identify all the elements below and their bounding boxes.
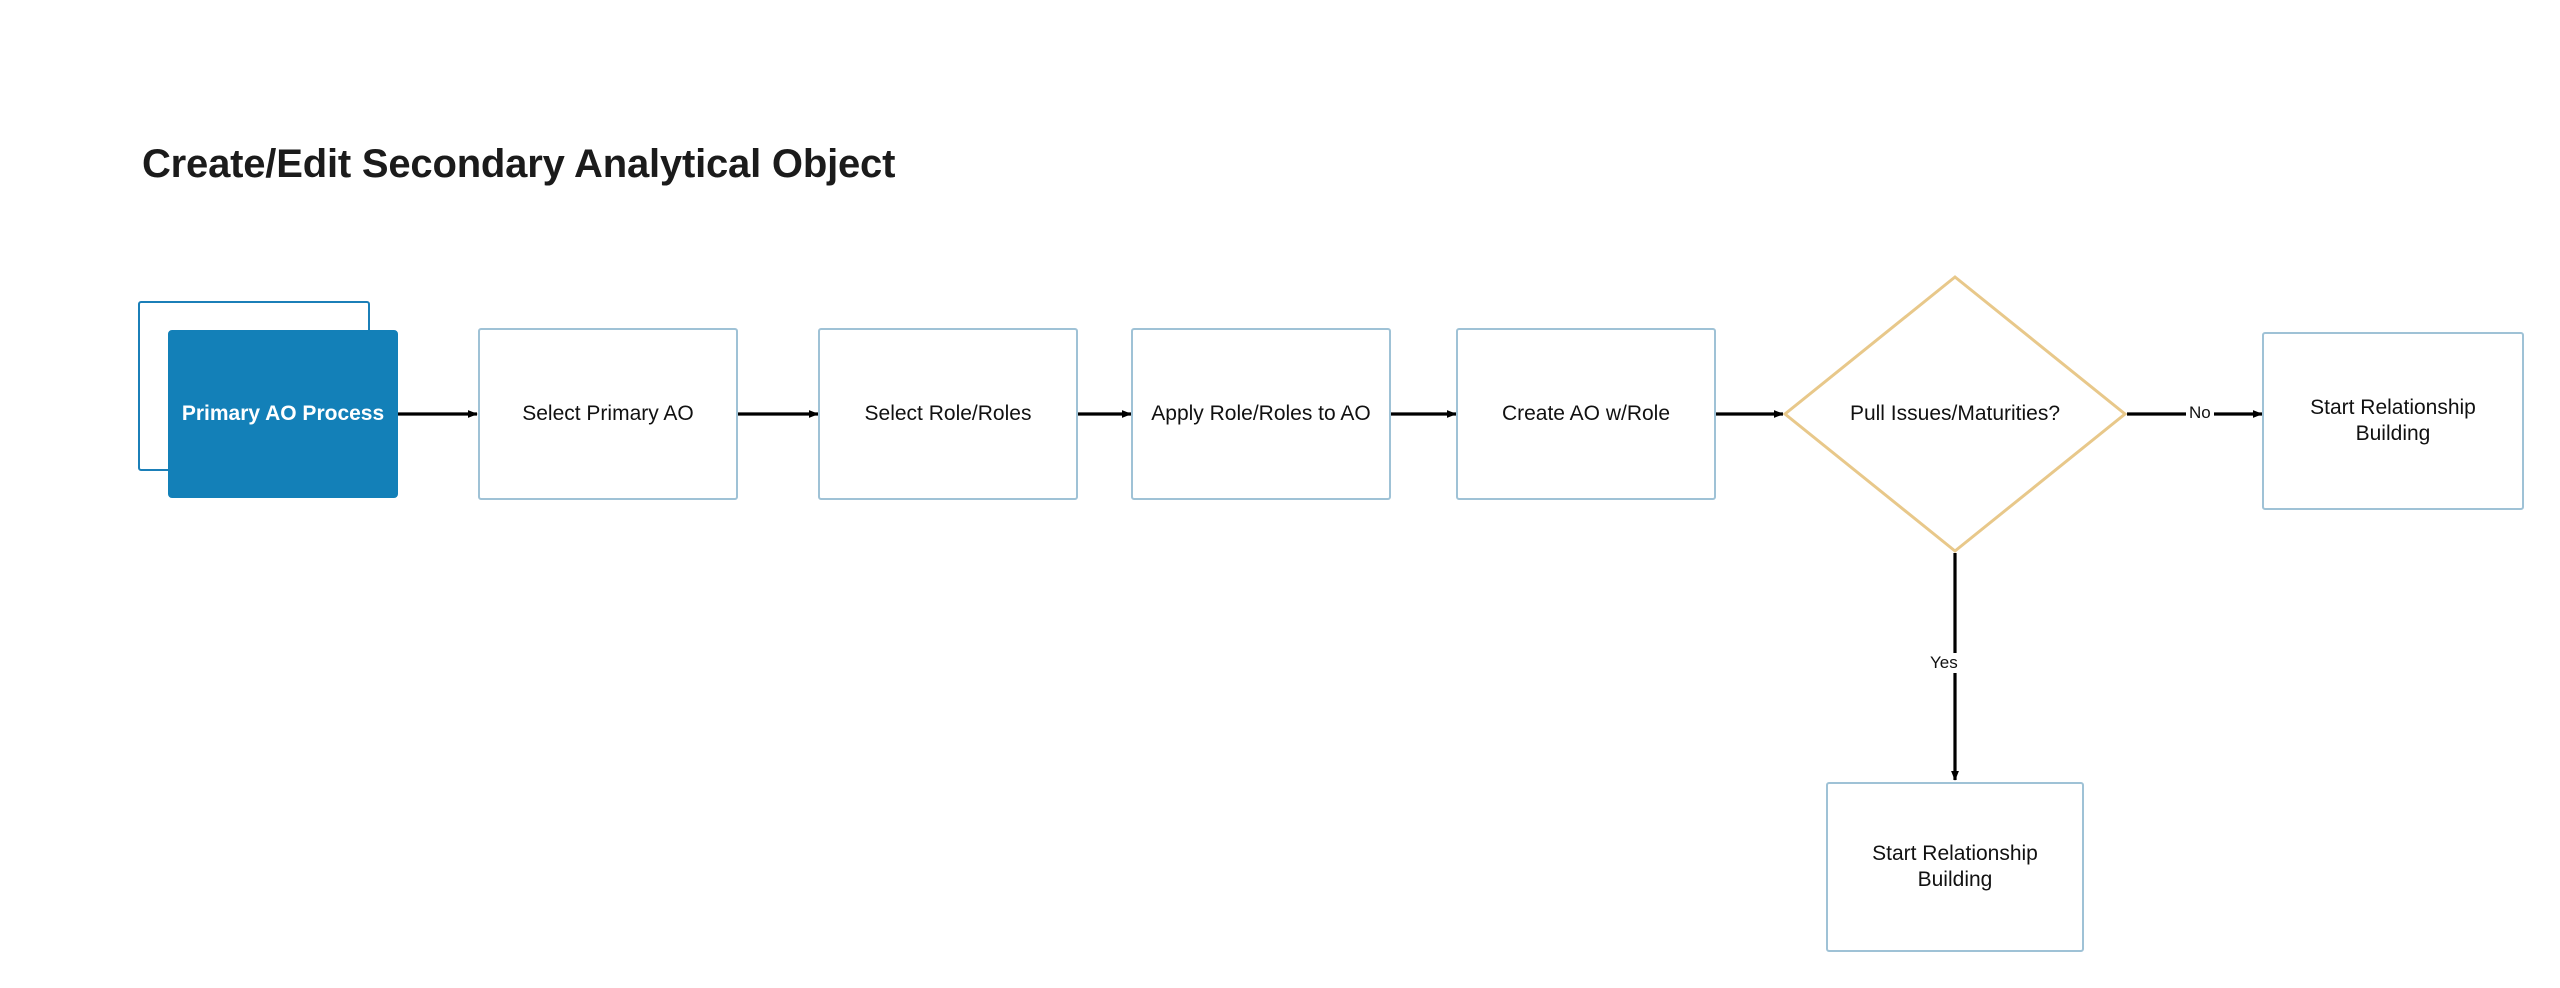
node-label: Primary AO Process (181, 401, 385, 425)
page-title: Create/Edit Secondary Analytical Object (142, 142, 896, 186)
edge-label-no: No (2186, 403, 2214, 423)
node-apply-role-roles-to-ao[interactable]: Apply Role/Roles to AO (1131, 328, 1391, 500)
node-start-relationship-building-yes[interactable]: Start Relationship Building (1826, 782, 2084, 952)
node-start-relationship-building-no[interactable]: Start Relationship Building (2262, 332, 2524, 510)
node-label-line-1: Start Relationship (1872, 841, 2038, 865)
edge-label-yes: Yes (1927, 653, 1961, 673)
node-pull-issues-maturities-decision[interactable]: Pull Issues/Maturities? (1782, 275, 2128, 553)
node-create-ao-w-role[interactable]: Create AO w/Role (1456, 328, 1716, 500)
node-label: Apply Role/Roles to AO (1151, 401, 1371, 425)
diamond-shape (1782, 275, 2128, 553)
node-label-line-1: Start Relationship (2310, 395, 2476, 419)
node-label: Select Role/Roles (864, 401, 1032, 425)
node-label-line-2: Building (2355, 422, 2431, 445)
node-label-line-2: Building (1917, 868, 1993, 891)
node-select-role-roles[interactable]: Select Role/Roles (818, 328, 1078, 500)
node-label: Create AO w/Role (1501, 401, 1671, 425)
node-primary-ao-process[interactable]: Primary AO Process (168, 330, 398, 498)
node-select-primary-ao[interactable]: Select Primary AO (478, 328, 738, 500)
node-label: Select Primary AO (522, 401, 694, 425)
